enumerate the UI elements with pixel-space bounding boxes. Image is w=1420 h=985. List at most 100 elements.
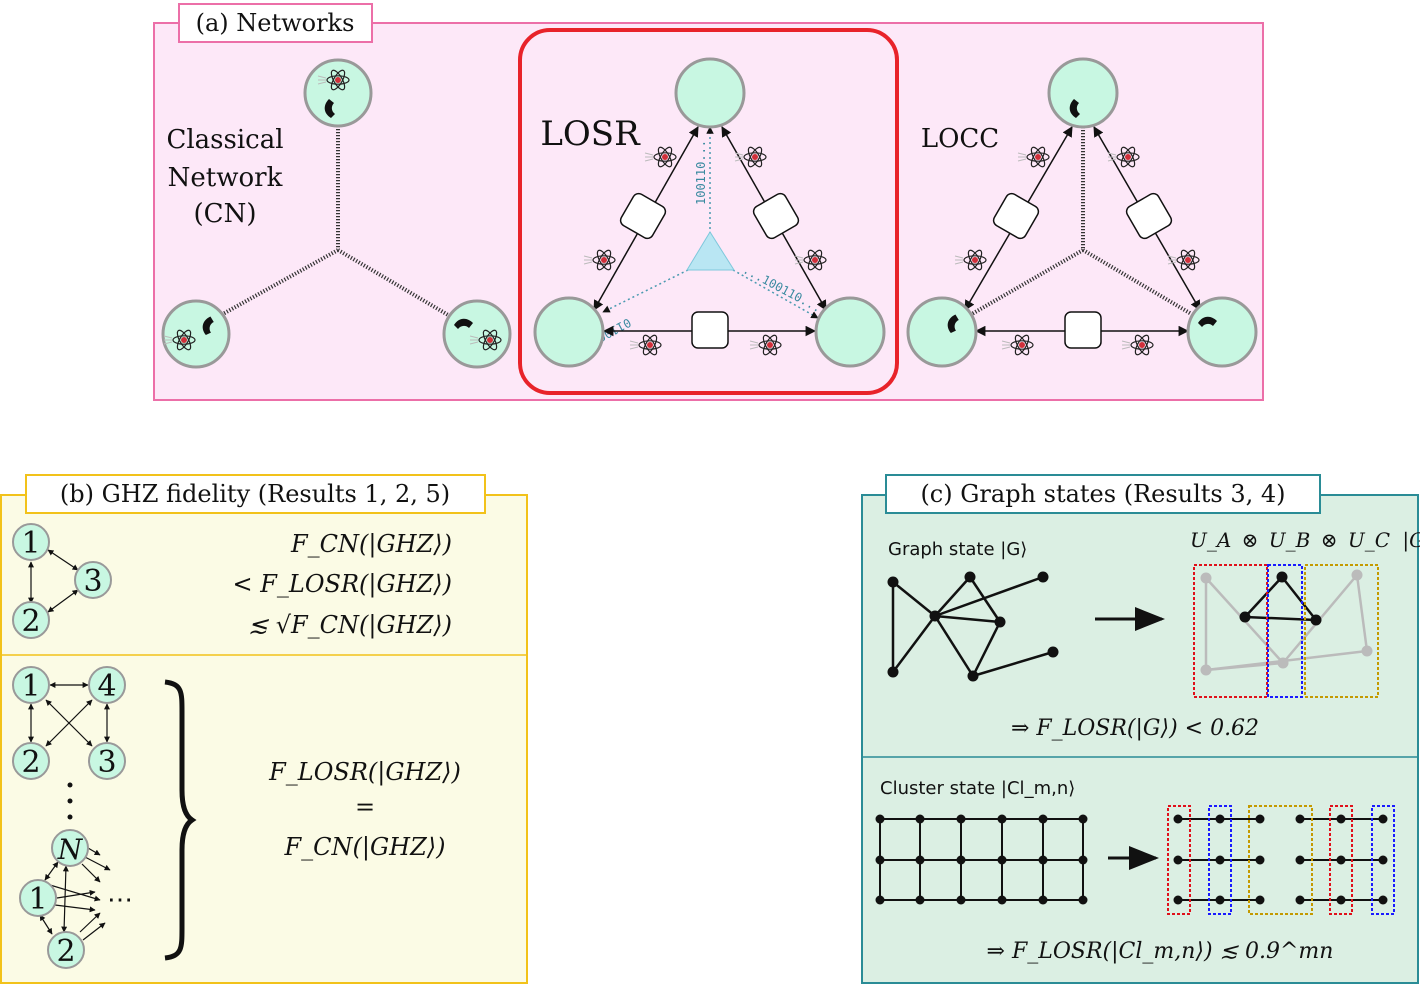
channel-box-icon: [992, 192, 1040, 240]
coiled-cord-icon: [211, 114, 462, 324]
node-label: 1: [21, 669, 40, 704]
cluster-state-label: Cluster state |Cl_m,n⟩: [880, 778, 1075, 799]
cn-node-left: [161, 299, 231, 369]
graph-vertex: [1276, 571, 1288, 583]
node: [51, 829, 89, 867]
losr-label: LOSR: [540, 114, 641, 154]
panel-a-title-box: [178, 3, 373, 43]
panel-c-title-box: [885, 474, 1321, 514]
node: [19, 879, 57, 917]
graph-vertex: [887, 576, 899, 588]
graph-vertex: [967, 670, 979, 682]
unitary-label: U_A ⊗ U_B ⊗ U_C |G⟩: [1190, 528, 1420, 553]
panel-b-ghz-fidelity: (b) GHZ fidelity (Results 1, 2, 5) 1 3 2…: [0, 474, 528, 984]
node-label: 3: [83, 564, 102, 599]
node-label: 2: [21, 604, 40, 639]
unitary-b: U_B: [1269, 528, 1311, 552]
party-a-region: [1167, 805, 1191, 915]
party-b-region: [1267, 564, 1303, 698]
ineq-line3: ≲ √F_CN(|GHZ⟩): [248, 611, 452, 640]
cluster-result: ⇒ F_LOSR(|Cl_m,n⟩) ≲ 0.9^mn: [987, 939, 1334, 964]
channel-box-icon: [619, 192, 667, 240]
node: [74, 561, 112, 599]
losr-highlight-box: [518, 28, 899, 395]
graph-vertex: [1037, 571, 1049, 583]
bitstring-top: 100110...: [694, 140, 708, 205]
panel-c-graph-states: (c) Graph states (Results 3, 4) Graph st…: [861, 474, 1420, 984]
node-label: 1: [28, 882, 47, 917]
n-party-star-graph: N 1 2 ⋯: [19, 829, 133, 969]
graph-result: ⇒ F_LOSR(|G⟩) < 0.62: [1011, 716, 1259, 741]
locc-node-left: [906, 296, 978, 368]
cluster-decomposed: [1167, 805, 1395, 915]
channel-box-icon: [1064, 311, 1102, 349]
party-c-region: [1304, 564, 1379, 698]
classical-network: Classical Network (CN): [161, 58, 512, 369]
node: [12, 666, 50, 704]
party-a-region: [1193, 564, 1268, 698]
graph-vertex: [1047, 646, 1059, 658]
cn-node-right: [442, 299, 512, 369]
channel-box-icon: [752, 192, 800, 240]
curly-brace: [164, 679, 197, 961]
eq-line1: F_LOSR(|GHZ⟩): [268, 758, 461, 787]
party-c-region: [1248, 805, 1313, 915]
locc-label: LOCC: [921, 124, 999, 154]
locc-node-right: [1186, 296, 1258, 368]
unitary-a: U_A: [1190, 528, 1231, 552]
tensor-symbol: ⊗: [1242, 528, 1259, 552]
locc-network: LOCC: [906, 57, 1258, 368]
party-a-region: [1329, 805, 1353, 915]
graph-vertex: [1310, 614, 1322, 626]
node-label: 3: [97, 745, 116, 780]
graph-vertex: [887, 666, 899, 678]
ineq-line1: F_CN(|GHZ⟩): [290, 530, 452, 559]
graph-vertex: [929, 610, 941, 622]
node: [12, 742, 50, 780]
three-party-graph: 1 3 2: [12, 523, 112, 639]
panel-c-frame: [861, 494, 1419, 984]
graph-vertex: [1200, 664, 1212, 676]
four-party-graph: 1 4 2 3: [12, 666, 126, 820]
panel-b-title: (b) GHZ fidelity (Results 1, 2, 5): [60, 480, 450, 508]
locc-node-top: [1047, 57, 1119, 129]
losr-node-left: [533, 296, 605, 368]
cn-label-line3: (CN): [194, 199, 257, 229]
ket-g: |G⟩: [1402, 528, 1420, 553]
cn-node-top: [303, 58, 373, 128]
node-label: 1: [21, 526, 40, 561]
node: [88, 742, 126, 780]
eq-line2: =: [355, 793, 375, 821]
losr-node-right: [814, 296, 886, 368]
panel-b-title-box: [25, 474, 486, 514]
node: [47, 931, 85, 969]
party-b-region: [1371, 805, 1395, 915]
panel-a-title: (a) Networks: [196, 9, 355, 37]
node: [12, 601, 50, 639]
node-label: 4: [97, 669, 116, 704]
graph-vertex: [1239, 611, 1251, 623]
tensor-symbol: ⊗: [1321, 528, 1338, 552]
node: [88, 666, 126, 704]
channel-box-icon: [1125, 192, 1173, 240]
node-label: N: [57, 833, 84, 866]
unitary-c: U_C: [1348, 528, 1390, 552]
graph-vertex: [1277, 657, 1289, 669]
panel-c-title: (c) Graph states (Results 3, 4): [920, 480, 1285, 508]
graph-state-graph: [887, 571, 1059, 682]
channel-box-icon: [691, 311, 729, 349]
graph-vertex: [1361, 645, 1373, 657]
node-label: 2: [56, 934, 75, 969]
cn-label-line1: Classical: [166, 125, 283, 155]
panel-a-networks: (a) Networks Classical Network (CN) LO: [153, 3, 1264, 401]
ellipsis: ⋯: [107, 885, 133, 915]
graph-vertex: [1351, 569, 1363, 581]
graph-vertex: [994, 616, 1006, 628]
node: [12, 523, 50, 561]
cluster-vertices: [875, 814, 1088, 905]
graph-state-label: Graph state |G⟩: [888, 539, 1027, 560]
source-triangle-icon: [686, 231, 735, 271]
graph-vertex: [1200, 572, 1212, 584]
node-label: 2: [21, 745, 40, 780]
